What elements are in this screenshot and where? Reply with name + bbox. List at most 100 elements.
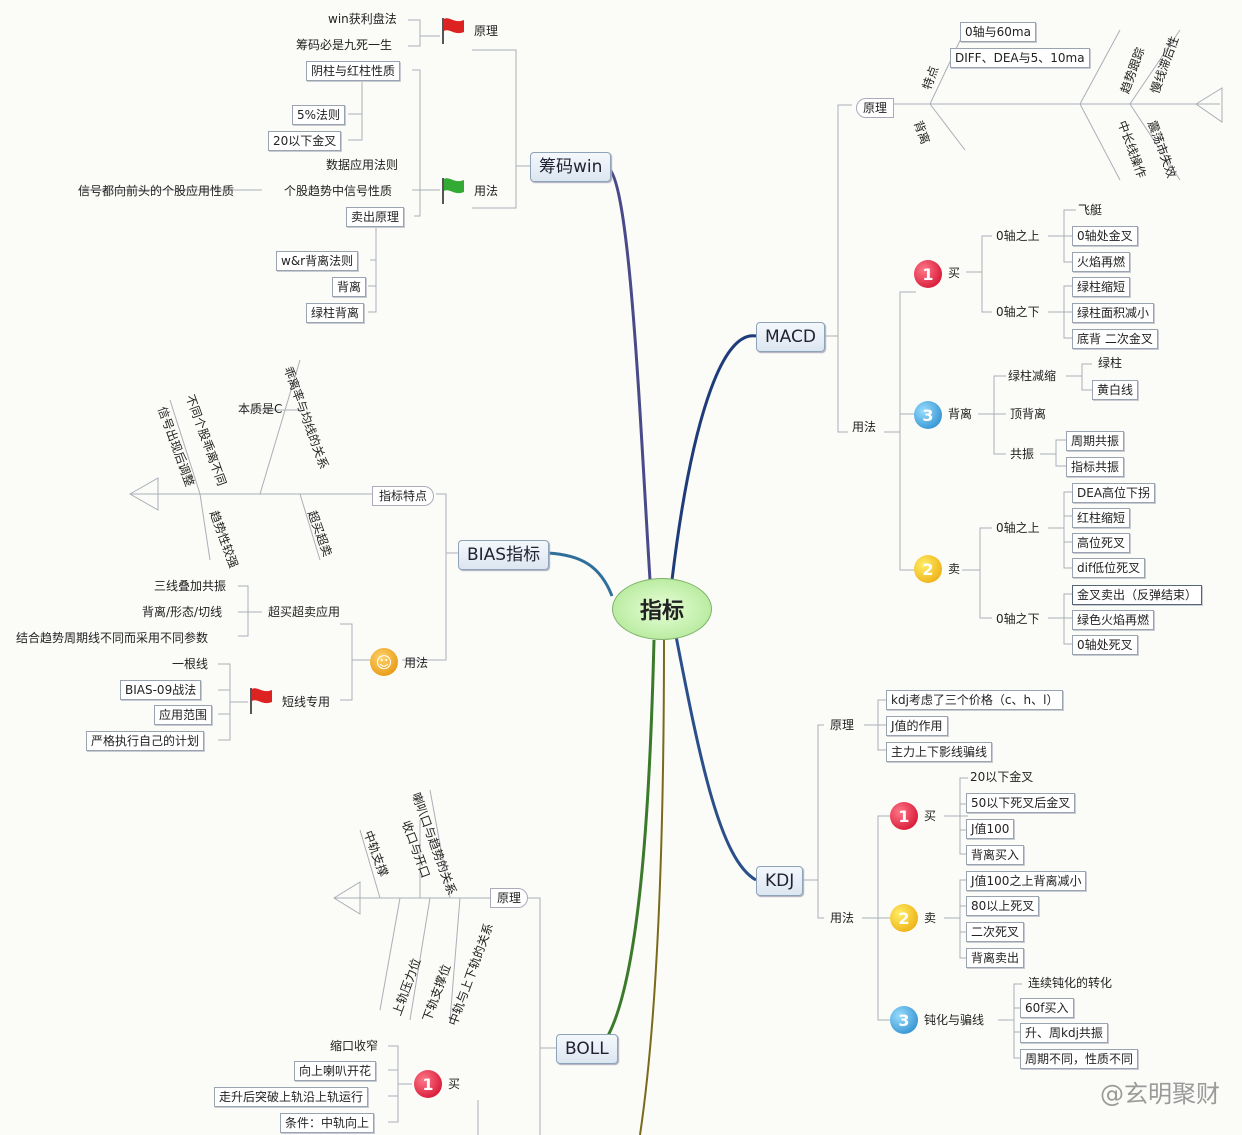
kdj-pass-item: 周期不同，性质不同 (1020, 1049, 1139, 1069)
kdj-buy-item: 20以下金叉 (970, 770, 1034, 784)
macd-sell-above: 0轴之上 (996, 521, 1040, 535)
number-2-icon: 2 (890, 904, 918, 932)
red-flag-icon (250, 688, 272, 714)
macd-sell: 卖 (948, 562, 961, 576)
macd-div-b: 顶背离 (1010, 407, 1047, 421)
kdj-pass-item: 连续钝化的转化 (1028, 976, 1113, 990)
kdj-buy-item: J值100 (966, 819, 1015, 839)
center-node[interactable]: 指标 (612, 578, 712, 640)
macd-buy-above-item: 0轴处金叉 (1072, 226, 1138, 246)
bias-g2-item: 应用范围 (154, 705, 213, 725)
chip-usage-sub: 背离 (332, 277, 367, 297)
bias-g2-item: 一根线 (172, 657, 209, 671)
kdj-principle-item: 主力上下影线骗线 (886, 742, 993, 762)
kdj-principle-item: J值的作用 (886, 716, 948, 736)
branch-macd[interactable]: MACD (756, 322, 825, 352)
chip-principle-item: 筹码必是九死一生 (296, 38, 393, 52)
kdj-principle-item: kdj考虑了三个价格（c、h、l） (886, 690, 1064, 710)
kdj-buy: 买 (924, 809, 937, 823)
macd-buy-below-item: 绿柱缩短 (1072, 277, 1131, 297)
macd-sell-above-item: 高位死叉 (1072, 533, 1131, 553)
link-boll (598, 639, 656, 1049)
chip-usage-side: 信号都向前头的个股应用性质 (78, 184, 235, 198)
chip-usage-item: 个股趋势中信号性质 (284, 184, 393, 198)
branch-chip[interactable]: 筹码win (530, 152, 612, 182)
macd-divergence: 背离 (948, 407, 973, 421)
number-2-icon: 2 (914, 555, 942, 583)
bias-usage: 用法 (404, 656, 429, 670)
branch-boll[interactable]: BOLL (556, 1034, 618, 1064)
kdj-sell-item: 背离卖出 (966, 948, 1025, 968)
kdj-buy-item: 背离买入 (966, 845, 1025, 865)
number-1-icon: 1 (890, 802, 918, 830)
boll-buy-item: 走升后突破上轨沿上轨运行 (214, 1087, 369, 1107)
watermark: @玄明聚财 (1100, 1080, 1220, 1108)
link-chip (606, 166, 652, 581)
chip-usage-sub: 5%法则 (292, 105, 346, 125)
boll-buy: 买 (448, 1077, 461, 1091)
bias-g2-item: BIAS-09战法 (120, 680, 202, 700)
number-1-icon: 1 (414, 1070, 442, 1098)
chip-usage: 用法 (474, 184, 499, 198)
bias-g1-item: 背离/形态/切线 (142, 605, 223, 619)
chip-usage-sub: 绿柱背离 (306, 303, 365, 323)
bias-g1-item: 三线叠加共振 (154, 579, 227, 593)
branch-bias[interactable]: BIAS指标 (458, 540, 550, 570)
bias-g1-item: 结合趋势周期线不同而采用不同参数 (16, 631, 209, 645)
chip-usage-item: 数据应用法则 (326, 158, 399, 172)
branch-kdj[interactable]: KDJ (756, 866, 804, 896)
boll-principle: 原理 (490, 888, 529, 908)
macd-div-c-item: 指标共振 (1066, 457, 1125, 477)
macd-buy-above: 0轴之上 (996, 229, 1040, 243)
macd-fish-top: DIFF、DEA与5、10ma (950, 48, 1090, 68)
kdj-sell-item: J值100之上背离减小 (966, 871, 1087, 891)
bias-g2-item: 严格执行自己的计划 (86, 731, 205, 751)
macd-sell-above-item: 红柱缩短 (1072, 508, 1131, 528)
number-3-icon: 3 (890, 1006, 918, 1034)
number-1-icon: 1 (914, 260, 942, 288)
macd-div-a-item: 黄白线 (1092, 380, 1139, 400)
macd-buy: 买 (948, 266, 961, 280)
red-flag-icon (442, 18, 464, 44)
macd-sell-below-item: 金叉卖出（反弹结束） (1072, 585, 1203, 605)
macd-fish-top: 0轴与60ma (960, 22, 1036, 42)
bias-group-1: 超买超卖应用 (268, 605, 341, 619)
macd-sell-below: 0轴之下 (996, 612, 1040, 626)
bias-group-2: 短线专用 (282, 695, 331, 709)
link-kdj (674, 635, 757, 882)
chip-usage-group: 阴柱与红柱性质 (306, 61, 401, 81)
green-flag-icon (442, 178, 464, 204)
macd-sell-above-item: DEA高位下拐 (1072, 483, 1156, 503)
kdj-sell-item: 80以上死叉 (966, 896, 1040, 916)
boll-buy-item: 条件：中轨向上 (280, 1113, 375, 1133)
link-bias (547, 551, 614, 597)
kdj-usage: 用法 (830, 911, 855, 925)
link-boll-2 (639, 639, 665, 1135)
macd-buy-above-item: 飞艇 (1078, 203, 1103, 217)
kdj-sell: 卖 (924, 911, 937, 925)
bias-features: 指标特点 (372, 486, 435, 506)
kdj-pass-item: 60f买入 (1020, 998, 1074, 1018)
chip-principle: 原理 (474, 24, 499, 38)
macd-principle: 原理 (856, 98, 895, 118)
macd-buy-below-item: 绿柱面积减小 (1072, 303, 1155, 323)
kdj-passivation: 钝化与骗线 (924, 1013, 985, 1027)
kdj-buy-item: 50以下死叉后金叉 (966, 793, 1076, 813)
macd-sell-below-item: 0轴处死叉 (1072, 635, 1138, 655)
macd-div-a: 绿柱减缩 (1008, 369, 1057, 383)
chip-usage-item: 卖出原理 (346, 207, 405, 227)
macd-usage: 用法 (852, 420, 877, 434)
chip-usage-sub: 20以下金叉 (268, 131, 342, 151)
boll-buy-item: 向上喇叭开花 (294, 1061, 377, 1081)
macd-buy-above-item: 火焰再燃 (1072, 252, 1131, 272)
chip-usage-sub: w&r背离法则 (276, 251, 359, 271)
link-macd (670, 334, 757, 581)
bias-fish-a: 本质是C (238, 402, 283, 416)
kdj-pass-item: 升、周kdj共振 (1020, 1023, 1108, 1043)
kdj-principle: 原理 (830, 718, 855, 732)
macd-buy-below-item: 底背 二次金叉 (1072, 329, 1158, 349)
macd-buy-below: 0轴之下 (996, 305, 1040, 319)
boll-buy-item: 缩口收窄 (330, 1039, 379, 1053)
